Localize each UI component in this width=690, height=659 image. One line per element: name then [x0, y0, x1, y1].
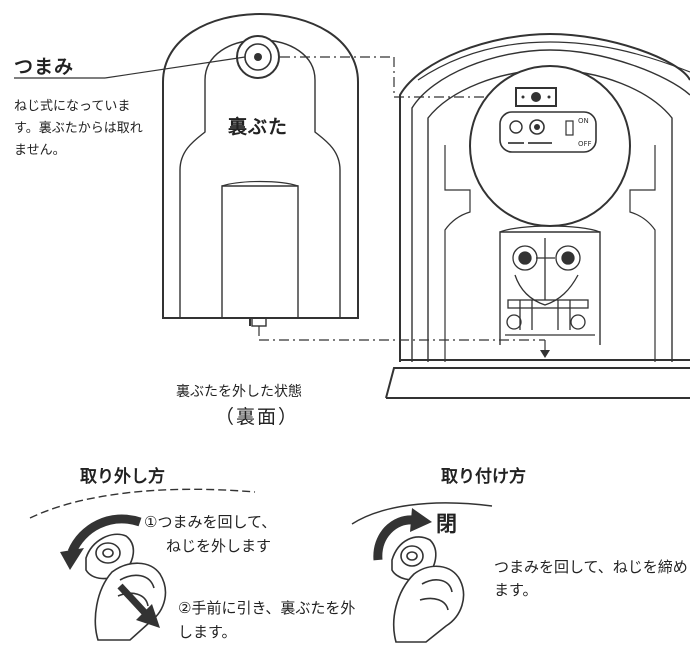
remove-illustration: [29, 488, 256, 641]
attach-note: つまみを回して、ねじを締めます。: [494, 558, 688, 599]
pull-arrow-icon: [136, 604, 160, 628]
pull-arrow-line: [117, 583, 149, 617]
back-cover-label: 裏ぶた: [228, 116, 289, 138]
rotate-left-arrow-icon: [67, 514, 142, 554]
remove-step-1-line1: ①つまみを回して、: [144, 513, 277, 531]
attach-illustration: [351, 502, 493, 643]
knob-label: つまみ: [14, 56, 75, 78]
remove-step-1-line2: ねじを外します: [166, 537, 272, 555]
close-mark: 閉: [436, 512, 457, 536]
figure-caption: 裏ぶたを外した状態: [176, 384, 302, 400]
remove-step-2: ②手前に引き、裏ぶたを外します。: [178, 599, 356, 641]
remove-heading: 取り外し方: [80, 467, 165, 487]
rotate-right-arrow-icon: [373, 515, 415, 561]
switch-panel-drawing: ON OFF: [499, 87, 597, 153]
switch-on-label: ON: [578, 117, 589, 125]
attach-heading: 取り付け方: [441, 467, 526, 487]
back-cover-drawing: [162, 12, 359, 327]
mechanism-drawing: [505, 238, 595, 336]
switch-off-label: OFF: [578, 140, 592, 148]
knob-note: ねじ式になっています。裏ぶたからは取れません。: [14, 99, 143, 158]
remove-step-1: ①つまみを回して、 ねじを外します: [144, 510, 276, 558]
figure-caption-sub: （裏面）: [215, 406, 300, 428]
